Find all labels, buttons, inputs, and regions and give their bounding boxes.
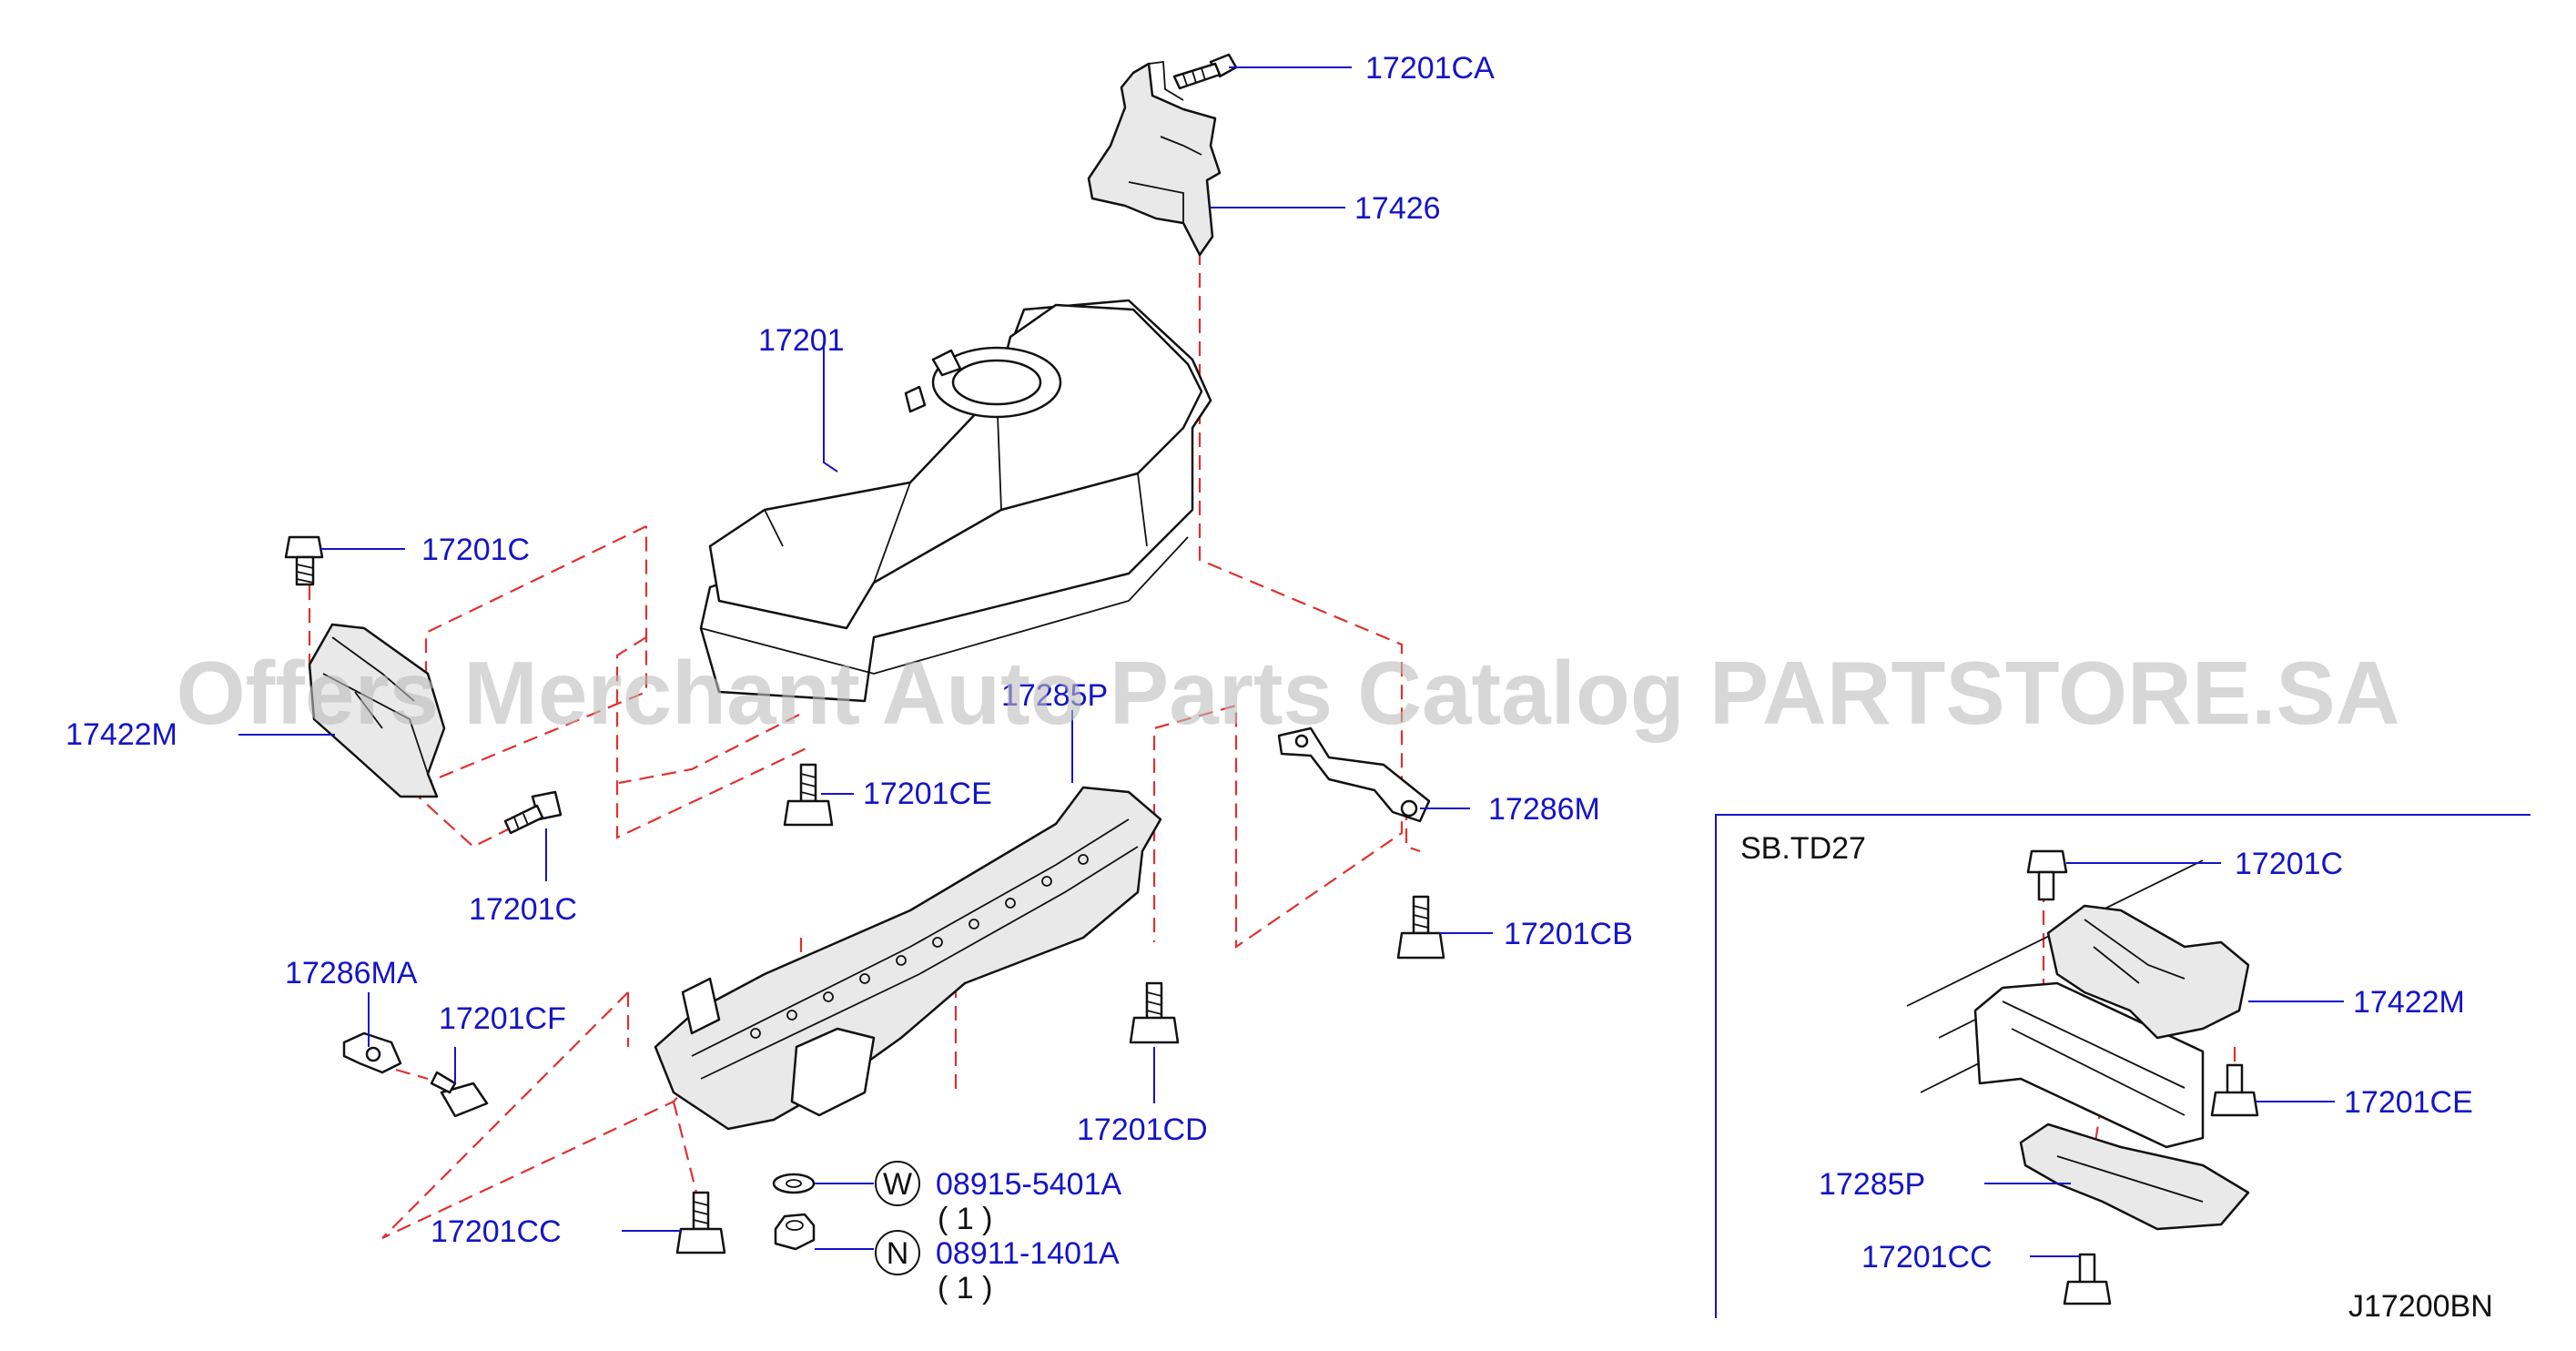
label-17285P: 17285P bbox=[1001, 678, 1108, 713]
washer-symbol-icon bbox=[875, 1161, 920, 1206]
inset-label-17201C: 17201C bbox=[2235, 847, 2343, 881]
label-17201CD: 17201CD bbox=[1077, 1112, 1208, 1147]
label-17201: 17201 bbox=[758, 323, 845, 358]
bolt-17201C-top bbox=[284, 535, 324, 586]
label-17286M: 17286M bbox=[1488, 792, 1600, 827]
label-17426: 17426 bbox=[1354, 191, 1441, 226]
hardware-washer-row: W 08915-5401A ( 1 ) bbox=[875, 1161, 1122, 1236]
washer-qty: ( 1 ) bbox=[938, 1202, 992, 1236]
bolt-17201CB bbox=[1396, 895, 1445, 960]
nut-symbol: N bbox=[887, 1236, 909, 1271]
part-labels: 17201CA 17426 17201 17201C 17422M 17201C… bbox=[66, 51, 1633, 1249]
label-17201CF: 17201CF bbox=[439, 1001, 566, 1036]
washer-part-number: 08915-5401A bbox=[936, 1167, 1122, 1202]
bolt-17201CC bbox=[675, 1191, 726, 1254]
washer-08915 bbox=[772, 1173, 816, 1194]
label-17201C-top: 17201C bbox=[421, 533, 530, 567]
inset-frame bbox=[1715, 814, 2530, 1318]
nut-part-number: 08911-1401A bbox=[936, 1236, 1120, 1271]
skid-plate-17285P bbox=[654, 786, 1162, 1131]
leader-lines bbox=[238, 66, 1493, 1250]
bolt-17201CE bbox=[783, 763, 834, 827]
assembly-dashed-lines bbox=[308, 250, 2236, 1239]
inset-title: SB.TD27 bbox=[1740, 831, 1866, 866]
nut-08911 bbox=[774, 1213, 816, 1251]
label-17422M: 17422M bbox=[66, 717, 177, 752]
label-17201CE: 17201CE bbox=[863, 777, 992, 811]
watermark: Offers Merchant Auto Parts Catalog PARTS… bbox=[176, 643, 2399, 743]
fuel-tank-17201 bbox=[699, 299, 1212, 703]
inset-sb-td27: SB.TD27 17201C 17422M 17201CE 17285P 172… bbox=[1715, 814, 2530, 1318]
inset-label-17201CE: 17201CE bbox=[2344, 1085, 2473, 1120]
bracket-17286MA bbox=[342, 1031, 402, 1074]
nut-symbol-icon bbox=[875, 1230, 920, 1275]
label-17201CA: 17201CA bbox=[1365, 51, 1495, 86]
bolt-17201CA bbox=[1172, 53, 1238, 90]
bolt-17201CD bbox=[1129, 981, 1180, 1044]
bracket-17286M bbox=[1277, 726, 1431, 823]
label-17201C-mid: 17201C bbox=[469, 892, 577, 927]
inset-label-17285P: 17285P bbox=[1819, 1167, 1925, 1202]
label-17286MA: 17286MA bbox=[285, 956, 418, 990]
label-17201CC: 17201CC bbox=[431, 1214, 562, 1249]
label-17201CB: 17201CB bbox=[1504, 917, 1633, 951]
bracket-17422M bbox=[308, 623, 446, 798]
inset-label-17422M: 17422M bbox=[2353, 985, 2465, 1020]
bolt-17201CF bbox=[430, 1071, 489, 1118]
diagram-code: J17200BN bbox=[2348, 1289, 2493, 1324]
bracket-17426 bbox=[1087, 60, 1222, 257]
hardware-nut-row: N 08911-1401A ( 1 ) bbox=[875, 1230, 1120, 1305]
bolt-17201C-mid bbox=[503, 790, 563, 835]
washer-symbol: W bbox=[883, 1167, 912, 1202]
inset-label-17201CC: 17201CC bbox=[1861, 1240, 1993, 1275]
nut-qty: ( 1 ) bbox=[938, 1271, 992, 1305]
